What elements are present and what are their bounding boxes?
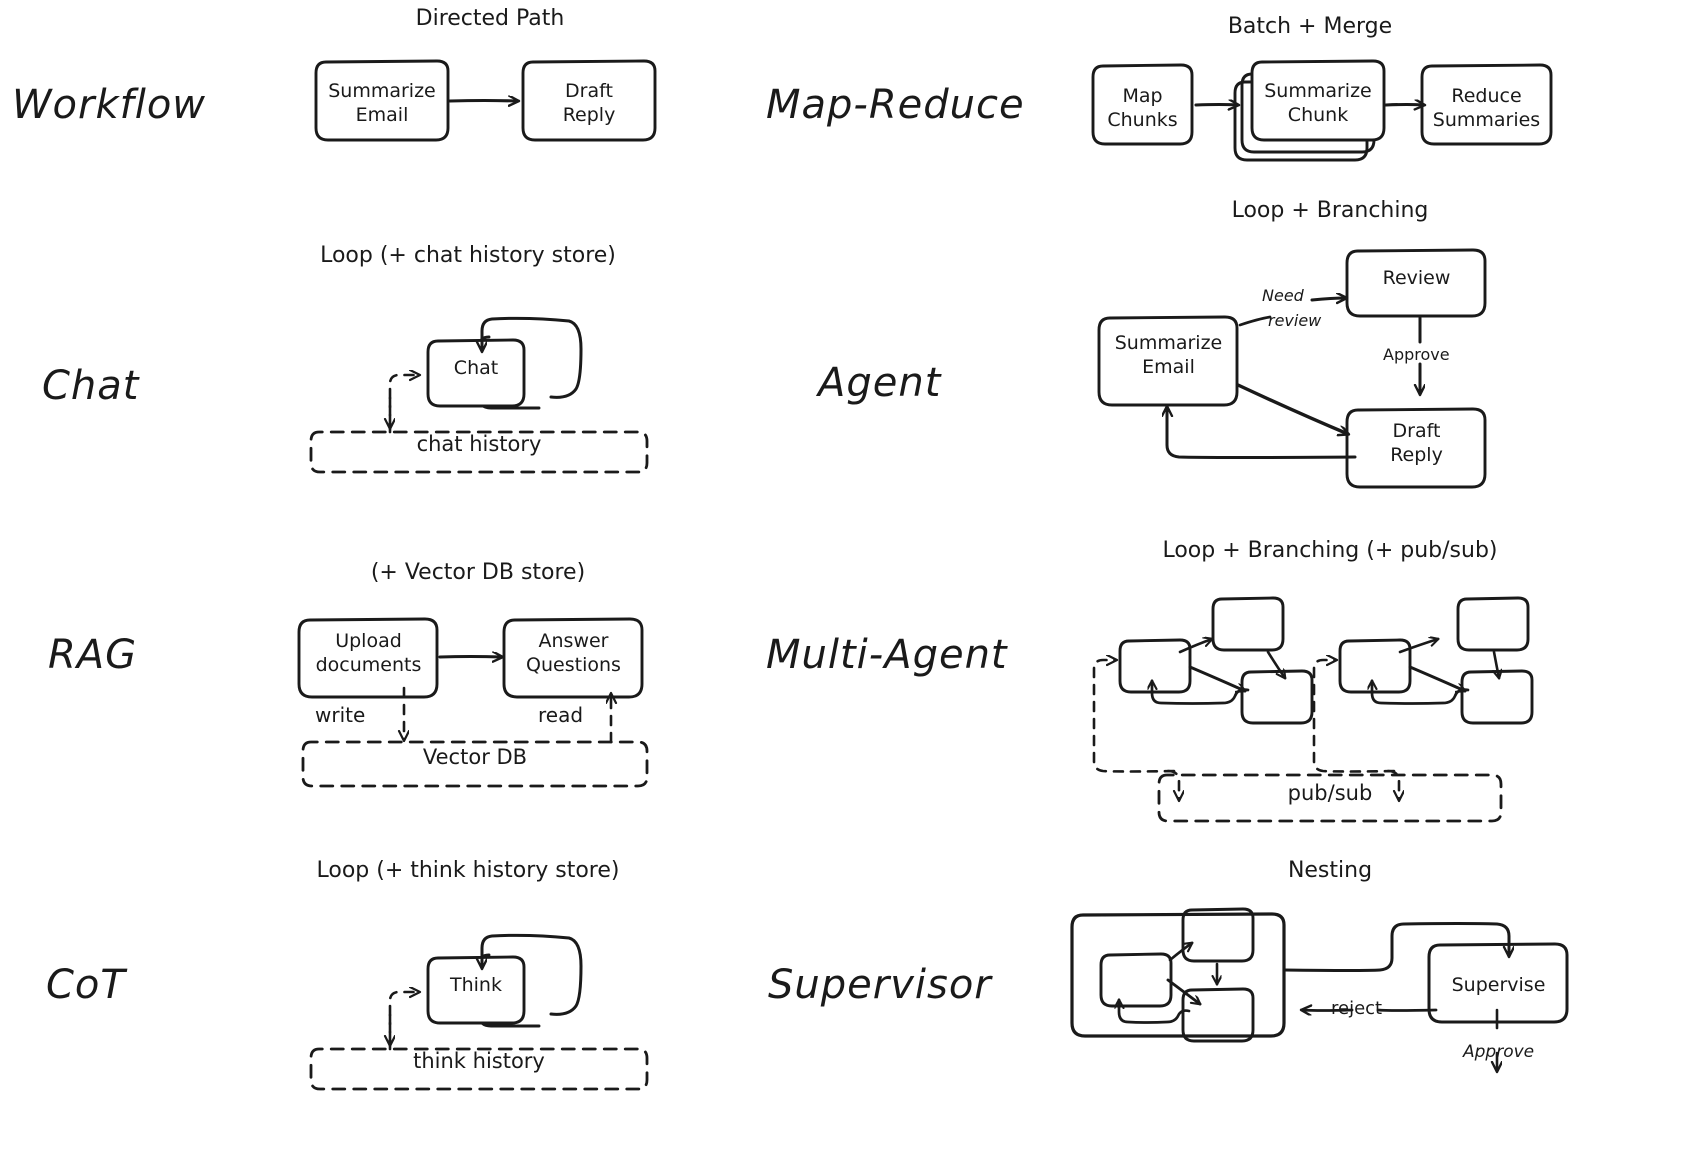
node-summarize-chunk-box	[1250, 59, 1386, 142]
row-label-rag: RAG	[48, 632, 138, 678]
node-ma-l-left-box	[1118, 638, 1192, 694]
workflow-group	[314, 59, 657, 142]
edge-summarize-to-review	[1238, 315, 1272, 327]
row-label-cot: CoT	[46, 962, 126, 1008]
caption-nesting: Nesting	[1287, 858, 1373, 883]
node-review-box	[1345, 248, 1487, 318]
caption-loop-branching-pubsub: Loop + Branching (+ pub/sub)	[1162, 538, 1498, 563]
node-chat-box	[426, 338, 526, 408]
multi-agent-group	[1092, 596, 1534, 823]
supervisor-subgraph-container	[1070, 912, 1286, 1038]
edge-think-self-loop	[482, 933, 583, 1016]
edge-ma-l-entry-dashed	[1092, 660, 1176, 773]
edge-chat-self-loop	[482, 316, 583, 399]
edge-ma-r-right-back-left	[1372, 681, 1470, 705]
row-label-map-reduce: Map-Reduce	[766, 82, 1025, 128]
node-draft-reply-box	[521, 59, 657, 142]
edge-draft-back-to-summarize	[1167, 407, 1357, 459]
row-label-chat: Chat	[42, 363, 140, 409]
supervisor-group	[1070, 907, 1569, 1071]
node-reduce-summaries-box	[1420, 63, 1553, 146]
caption-batch-merge: Batch + Merge	[1227, 14, 1393, 39]
caption-loop-branching: Loop + Branching	[1231, 198, 1429, 223]
edge-ma-l-to-pubsub-dashed	[1166, 769, 1179, 800]
edge-map-to-summarize	[1194, 105, 1238, 106]
node-answer-questions-box	[502, 617, 644, 699]
chat-group	[309, 316, 649, 474]
edge-store-to-think-dashed	[388, 992, 419, 1051]
edge-upload-to-answer	[438, 657, 502, 658]
store-vector-db-box	[301, 740, 649, 788]
node-ma-r-left-box	[1338, 638, 1412, 694]
node-map-chunks-box	[1091, 63, 1194, 146]
map-reduce-group	[1091, 59, 1553, 162]
multi-agent-cluster-left	[1092, 596, 1314, 800]
edge-summarize-to-reduce	[1384, 105, 1424, 106]
node-ma-l-top-box	[1211, 596, 1285, 652]
node-sv-left-box	[1099, 952, 1173, 1008]
node-agent-draft-box	[1345, 407, 1487, 489]
row-label-supervisor: Supervisor	[768, 962, 992, 1008]
caption-vector-db-store: (+ Vector DB store)	[370, 560, 586, 585]
caption-loop-think-store: Loop (+ think history store)	[316, 858, 620, 883]
store-pubsub-box	[1157, 773, 1503, 823]
multi-agent-cluster-right	[1312, 596, 1534, 800]
edge-summarize-to-draft-diag	[1236, 383, 1348, 434]
edge-sv-bottom-back-left	[1119, 1000, 1191, 1024]
edge-ma-l-top-to-right	[1266, 650, 1285, 678]
node-ma-l-right-box	[1240, 669, 1314, 725]
row-label-multi-agent: Multi-Agent	[766, 632, 1008, 678]
node-ma-r-right-box	[1460, 669, 1534, 725]
edge-ma-l-left-to-right	[1188, 665, 1245, 691]
edge-sv-left-to-bottom	[1166, 978, 1202, 1006]
edge-need-review-arrow	[1310, 298, 1346, 300]
edge-ma-r-left-to-right	[1408, 665, 1465, 691]
row-label-workflow: Workflow	[12, 82, 207, 128]
node-ma-r-top-box	[1456, 596, 1530, 652]
store-chat-history-box	[309, 430, 649, 474]
node-summarize-email-box	[314, 59, 450, 142]
edge-ma-r-top-to-right	[1494, 650, 1499, 678]
node-sv-top-box	[1181, 907, 1255, 963]
caption-loop-chat-store: Loop (+ chat history store)	[320, 243, 616, 268]
node-sv-bottom-box	[1181, 987, 1255, 1043]
edge-subgraph-to-supervise	[1282, 922, 1509, 972]
cot-group	[309, 933, 649, 1091]
caption-directed-path: Directed Path	[415, 6, 565, 31]
node-think-box	[426, 955, 526, 1025]
agent-group	[1097, 248, 1487, 489]
node-supervise-box	[1427, 942, 1569, 1024]
rag-group	[297, 617, 649, 788]
edge-reject-to-subgraph	[1302, 1010, 1438, 1011]
edge-summarize-to-draft	[448, 101, 518, 102]
node-agent-summarize-box	[1097, 315, 1239, 407]
edge-sv-left-to-top	[1168, 943, 1192, 962]
row-label-agent: Agent	[818, 360, 942, 406]
edge-ma-l-left-to-top	[1178, 639, 1212, 654]
edge-ma-r-entry-dashed	[1312, 660, 1396, 773]
node-upload-documents-box	[297, 617, 439, 699]
edge-ma-r-left-to-top	[1398, 639, 1438, 654]
edge-ma-l-right-back-left	[1152, 681, 1250, 705]
store-think-history-box	[309, 1047, 649, 1091]
edge-store-to-chat-dashed	[388, 375, 419, 434]
